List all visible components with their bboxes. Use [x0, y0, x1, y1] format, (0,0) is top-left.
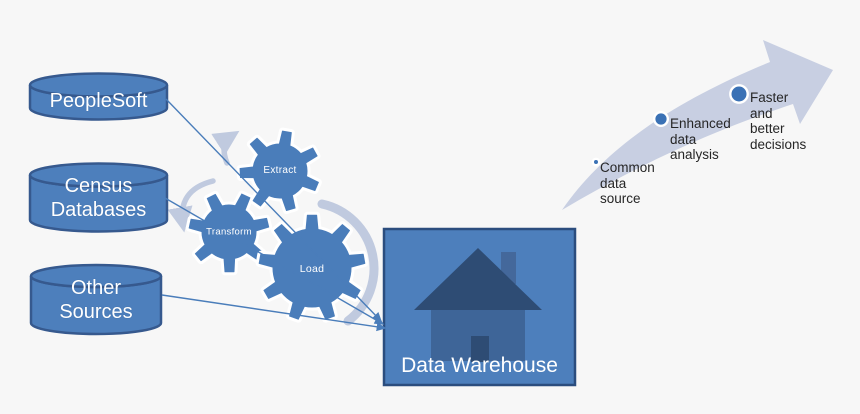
data-warehouse-label: Data Warehouse: [401, 354, 558, 377]
connector-census-to-warehouse: [164, 197, 385, 325]
source-cylinder-other-sources: [29, 263, 163, 336]
gear-transform: [185, 190, 273, 276]
milestone-dot-faster-decisions: [729, 84, 749, 104]
benefit-label-faster-better-decisions: Faster and better decisions: [750, 90, 807, 152]
rotation-arrow-load: [317, 199, 379, 326]
growth-swoosh-arrow: [562, 40, 833, 210]
connector-peoplesoft-to-warehouse: [165, 98, 383, 323]
source-label-peoplesoft: PeopleSoft: [49, 90, 148, 112]
benefit-label-enhanced-data-analysis: Enhanced data analysis: [670, 116, 731, 162]
gear-label-load: Load: [299, 262, 325, 275]
source-cylinder-census-databases: [28, 162, 169, 233]
gear-label-transform: Transform: [206, 226, 252, 238]
source-cylinder-peoplesoft: [28, 72, 169, 121]
rotation-arrow-transform: [167, 178, 216, 233]
data-warehouse-box: [382, 227, 577, 387]
house-icon: [414, 248, 542, 362]
benefit-label-common-data-source: Common data source: [600, 160, 655, 206]
gear-extract: [236, 127, 322, 214]
gear-label-extract: Extract: [263, 165, 297, 177]
milestone-dot-common-data-source: [591, 157, 601, 167]
gear-load: [255, 211, 369, 323]
connector-other-to-warehouse: [161, 294, 387, 332]
source-label-census-databases: Census Databases: [50, 175, 147, 221]
rotation-arrow-extract: [211, 130, 240, 166]
milestone-dot-enhanced-analysis: [653, 110, 670, 127]
source-label-other-sources: Other Sources: [59, 277, 133, 323]
